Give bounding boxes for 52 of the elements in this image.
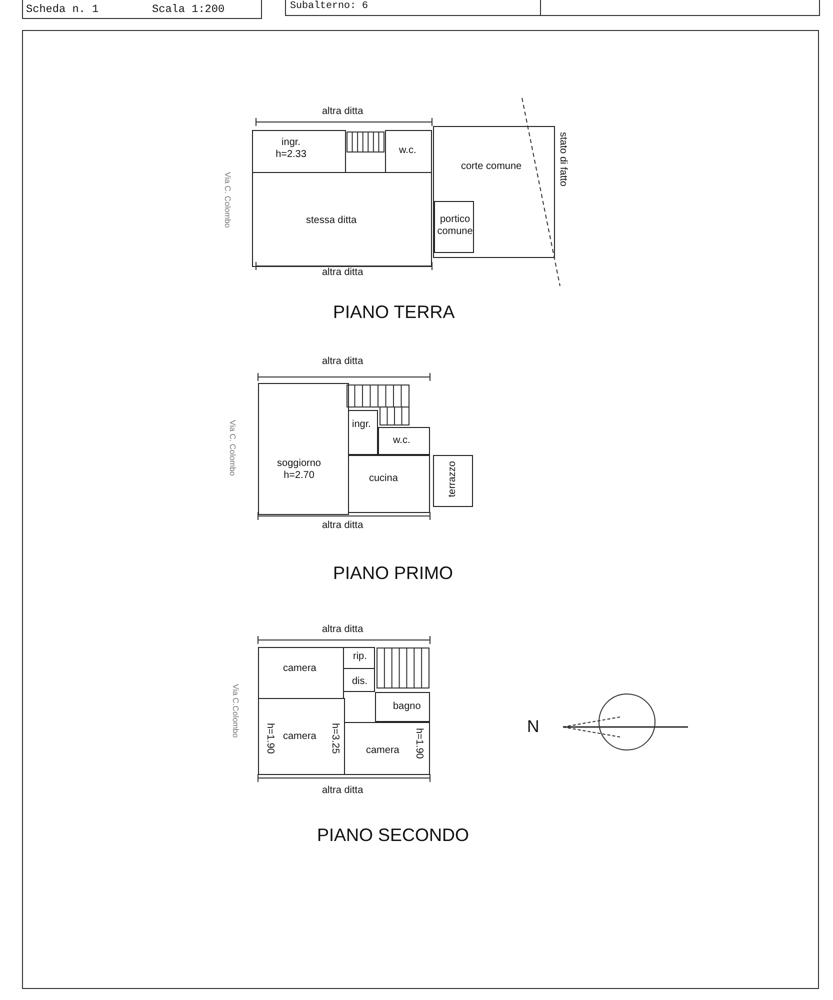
north-label: N	[527, 717, 540, 737]
owner-label: altra ditta	[322, 106, 364, 118]
floor-heading: PIANO SECONDO	[317, 825, 470, 846]
height-label: h=3.25	[329, 723, 340, 754]
room-label: stessa ditta	[306, 215, 357, 226]
floor-heading: PIANO PRIMO	[333, 563, 454, 584]
room-outline	[343, 668, 375, 692]
room-label: ingr.	[352, 419, 371, 430]
room-label: terrazzo	[447, 461, 458, 498]
courtyard-outline	[433, 126, 555, 258]
street-name: Via C. Colombo	[228, 420, 238, 476]
room-outline	[252, 130, 346, 173]
scale-text: Scala 1:200	[152, 4, 225, 17]
room-label: camera	[366, 745, 400, 756]
owner-label: altra ditta	[322, 785, 364, 796]
owner-label: altra ditta	[322, 520, 364, 532]
room-label: w.c.	[393, 435, 410, 446]
status-label: stato di fatto	[557, 132, 568, 186]
room-outline	[348, 410, 378, 455]
room-label: camera	[283, 731, 316, 742]
sheet-number: Scheda n. 1	[26, 4, 99, 17]
room-label: soggiorno h=2.70	[276, 458, 322, 481]
terrace-outline	[433, 455, 473, 507]
room-outline	[252, 172, 432, 267]
porch-outline	[434, 201, 474, 253]
room-outline	[348, 455, 430, 513]
room-outline	[258, 383, 349, 515]
room-label: corte comune	[461, 161, 522, 172]
floor-heading: PIANO TERRA	[333, 302, 455, 323]
room-label: ingr. h=2.33	[274, 137, 308, 160]
room-label: dis.	[352, 676, 368, 688]
street-name: Via C.Colombo	[231, 684, 240, 738]
room-label: w.c.	[399, 145, 416, 156]
room-label: bagno	[393, 701, 421, 712]
street-name: Via C. Colombo	[223, 172, 232, 228]
room-outline	[343, 647, 375, 669]
room-outline	[344, 722, 430, 775]
room-outline	[378, 427, 430, 455]
height-label: h=1.90	[264, 723, 276, 754]
owner-label: altra ditta	[322, 624, 364, 636]
room-label: camera	[283, 663, 316, 674]
room-outline	[385, 130, 432, 173]
owner-label: altra ditta	[322, 267, 364, 278]
height-label: h=1.90	[413, 728, 424, 759]
room-label: rip.	[353, 651, 367, 662]
room-outline	[258, 698, 345, 775]
room-label: portico comune	[437, 214, 473, 237]
owner-label: altra ditta	[322, 356, 364, 368]
room-outline	[375, 692, 430, 722]
room-outline	[258, 647, 344, 699]
subunit-text: Subalterno: 6	[290, 1, 368, 12]
room-label: cucina	[369, 473, 398, 484]
